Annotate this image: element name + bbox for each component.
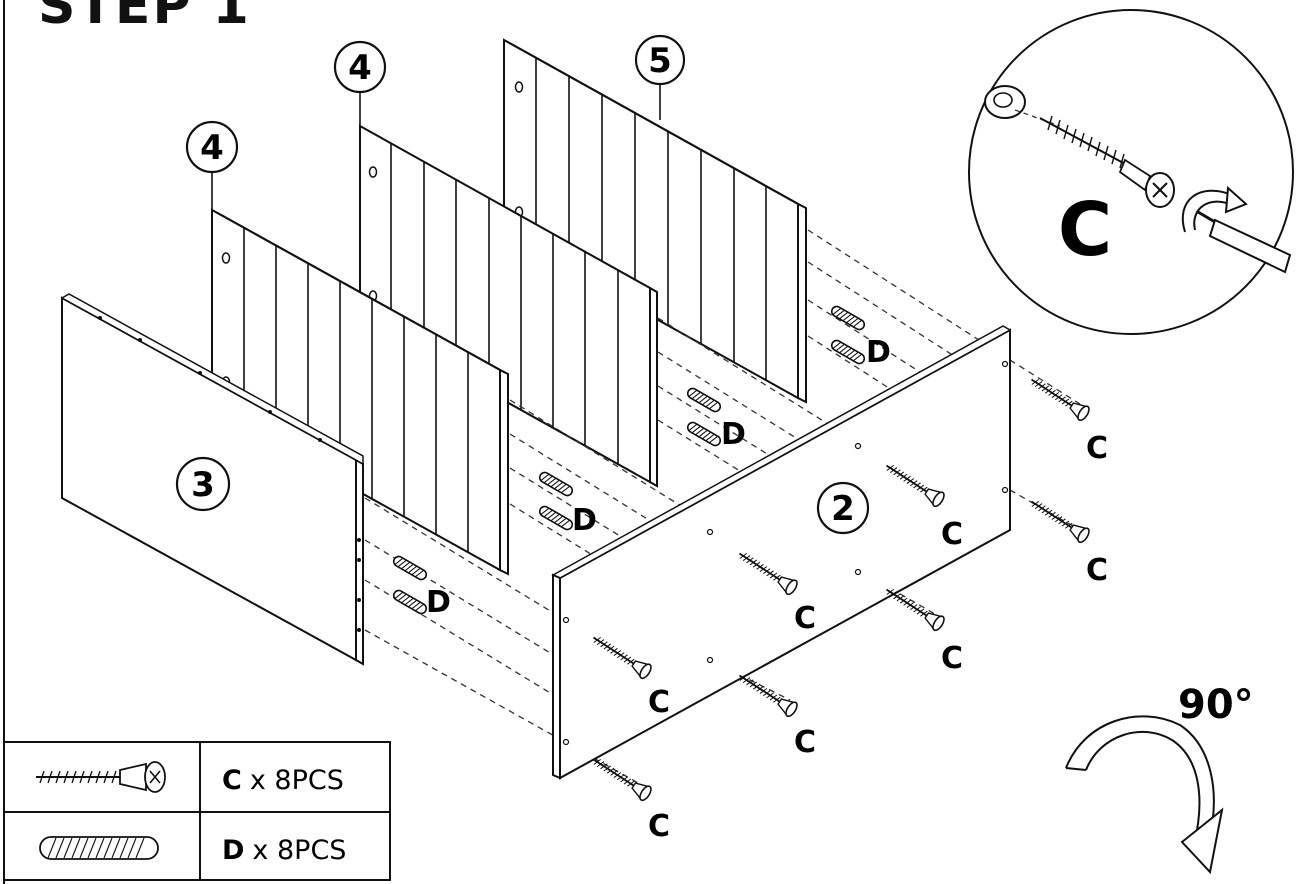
rotation-label: 90° xyxy=(1178,682,1254,728)
panel-number-2: 2 xyxy=(816,481,870,535)
screw-icon xyxy=(738,552,798,596)
svg-text:C: C xyxy=(941,517,963,552)
svg-text:D: D xyxy=(721,417,746,452)
dowel-icon xyxy=(39,836,159,860)
panel-2 xyxy=(551,325,1012,780)
panel-5 xyxy=(503,38,807,404)
svg-text:C: C xyxy=(1086,431,1108,466)
screw-labels: C C C C C C C C xyxy=(648,431,1108,844)
panel-4-back xyxy=(359,124,658,488)
dowel-icon xyxy=(538,471,574,497)
detail-label: C xyxy=(1058,187,1112,273)
dowel-icon xyxy=(830,339,866,365)
panel-number-4-front: 4 xyxy=(185,120,239,212)
svg-text:C: C xyxy=(794,601,816,636)
svg-text:C: C xyxy=(648,685,670,720)
detail-callout: C xyxy=(968,9,1294,335)
screw-icon xyxy=(36,761,166,793)
dowel-labels: D D D D xyxy=(426,335,891,620)
panel-4-front xyxy=(211,208,509,576)
svg-text:5: 5 xyxy=(648,41,672,81)
svg-text:3: 3 xyxy=(191,465,215,505)
svg-text:C: C xyxy=(648,809,670,844)
svg-text:4: 4 xyxy=(200,128,224,168)
dowel-icon xyxy=(392,555,428,581)
dowel-group xyxy=(392,305,866,615)
panel-number-3: 3 xyxy=(175,456,231,512)
screw-icon xyxy=(1039,115,1175,208)
svg-text:D: D xyxy=(866,335,891,370)
step-title: STEP 1 xyxy=(38,0,251,36)
dowel-icon xyxy=(686,387,722,413)
rotation-indicator: 90° xyxy=(1065,682,1254,875)
screw-icon xyxy=(1030,500,1090,544)
svg-text:C: C xyxy=(941,641,963,676)
screwdriver-icon xyxy=(1197,210,1292,274)
dowel-icon xyxy=(392,589,428,615)
screw-icon xyxy=(738,674,798,718)
svg-text:2: 2 xyxy=(831,489,855,529)
svg-text:C: C xyxy=(794,725,816,760)
screw-icon xyxy=(885,588,945,632)
svg-text:D: D xyxy=(572,503,597,538)
svg-text:4: 4 xyxy=(348,48,372,88)
screw-icon xyxy=(885,464,945,508)
screw-icon xyxy=(1030,378,1090,422)
screw-icon xyxy=(592,758,652,802)
dowel-icon xyxy=(538,505,574,531)
svg-text:C: C xyxy=(1086,553,1108,588)
rotate-arrow-icon xyxy=(1180,807,1224,875)
dowel-icon xyxy=(830,305,866,331)
screw-group xyxy=(592,378,1090,802)
rotate-arrow-icon xyxy=(1224,185,1248,214)
panel-number-5: 5 xyxy=(634,34,686,120)
screw-icon xyxy=(592,636,652,680)
panel-number-4-back: 4 xyxy=(333,40,387,128)
dowel-icon xyxy=(686,421,722,447)
svg-text:D: D xyxy=(426,585,451,620)
